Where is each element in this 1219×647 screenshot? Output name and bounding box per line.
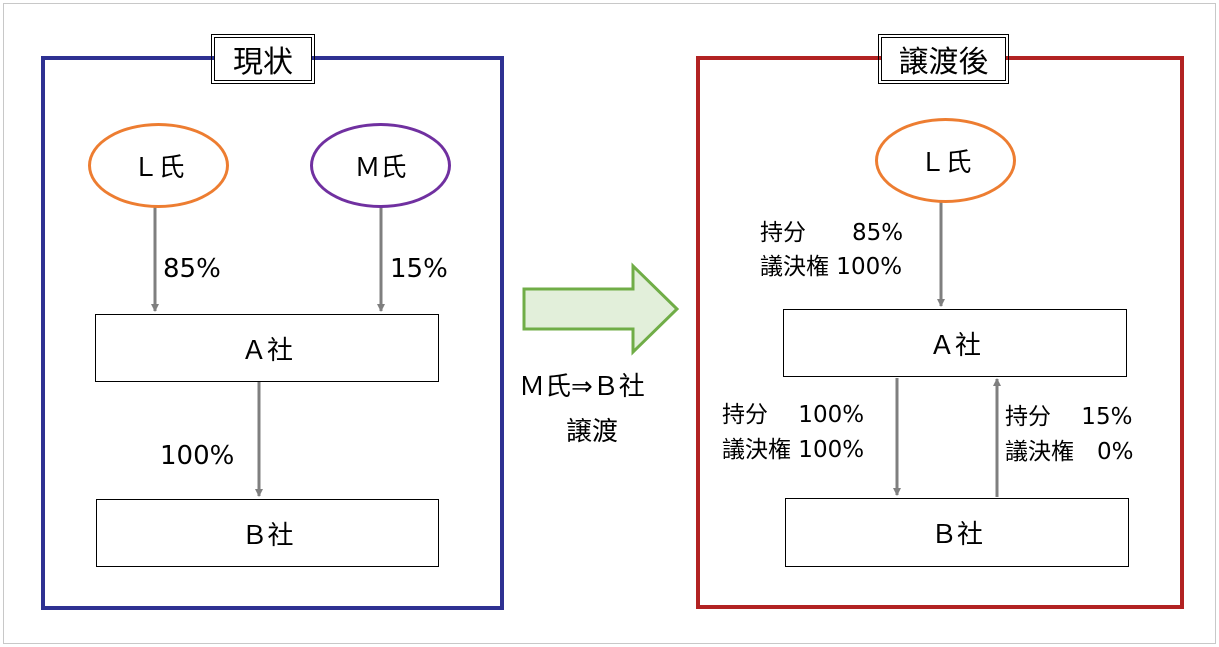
owner-l-after: Ｌ氏: [875, 118, 1016, 203]
after-title: 譲渡後: [878, 34, 1009, 84]
b-to-a-equity: 持分 15%: [1005, 404, 1133, 430]
l-to-a-equity: 持分 85%: [760, 220, 904, 246]
transfer-arrow: [522, 262, 680, 356]
company-b-before: Ｂ社: [96, 499, 439, 567]
owner-l-before: Ｌ氏: [88, 123, 229, 208]
a-to-b-equity: 持分 100%: [722, 402, 865, 428]
company-a-after: Ａ社: [783, 309, 1127, 377]
l-to-a-voting: 議決権 100%: [760, 254, 903, 280]
a-to-b-voting: 議決権 100%: [722, 437, 865, 463]
l-pct-label: 85%: [163, 254, 221, 284]
transfer-label-2: 譲渡: [566, 417, 619, 447]
company-b-after: Ｂ社: [785, 498, 1129, 567]
owner-m-before: Ｍ氏: [310, 123, 451, 208]
m-pct-label: 15%: [390, 254, 448, 284]
transfer-label-1: Ｍ氏⇒Ｂ社: [519, 372, 645, 402]
company-a-before: Ａ社: [95, 314, 439, 382]
a-to-b-pct-label: 100%: [160, 441, 235, 471]
b-to-a-voting: 議決権 0%: [1005, 439, 1134, 465]
before-title: 現状: [211, 34, 315, 84]
outer-frame: [3, 3, 1216, 644]
